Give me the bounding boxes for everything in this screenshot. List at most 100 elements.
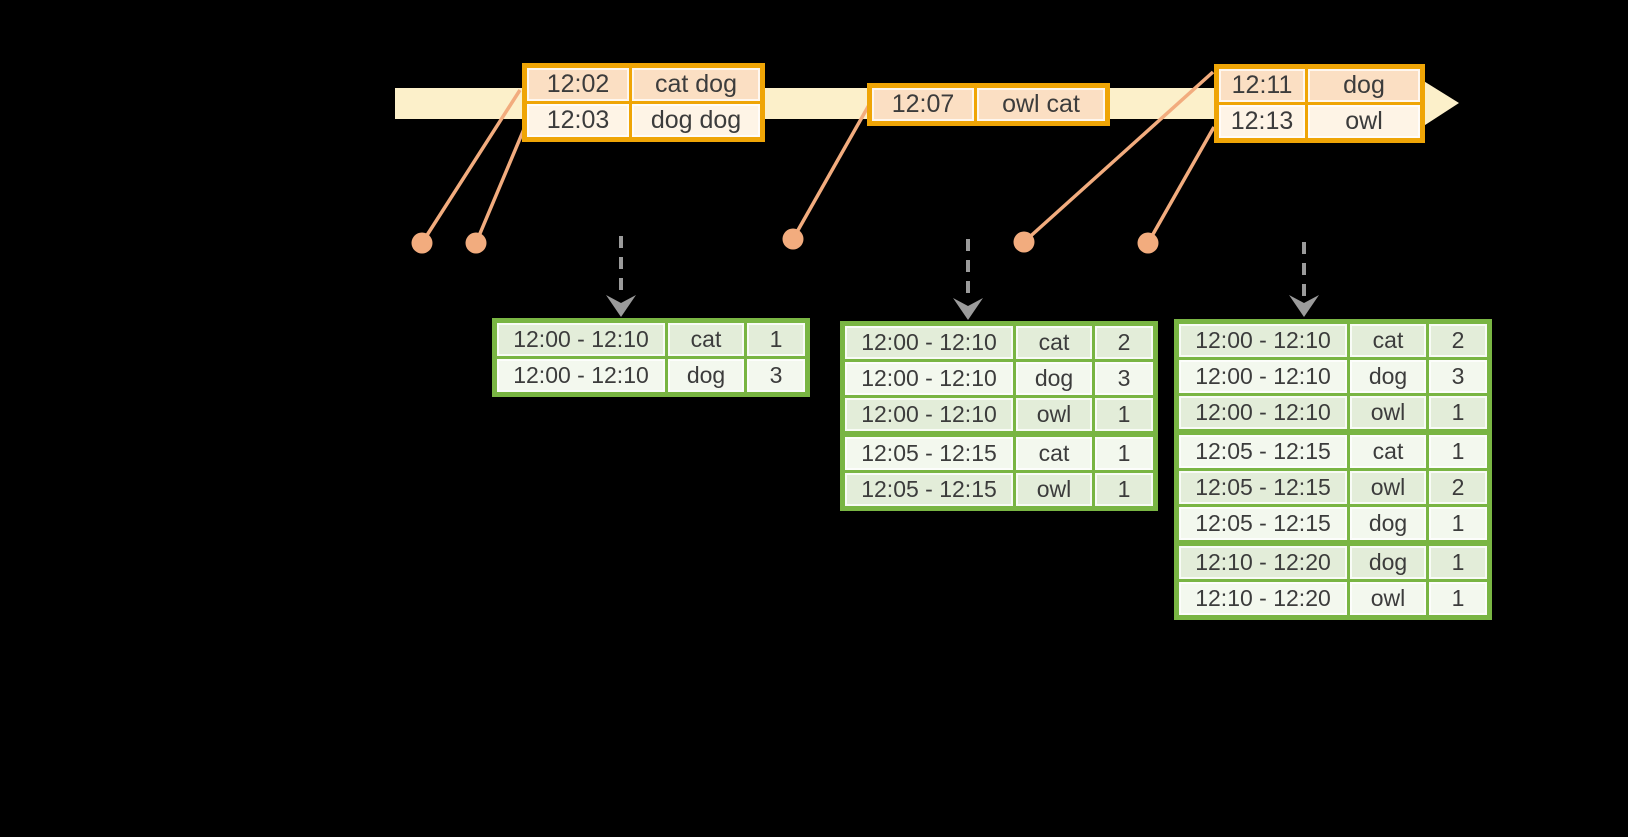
table-cell: owl (1347, 579, 1429, 619)
table-cell: 1 (1426, 540, 1491, 582)
table-cell: 12:05 - 12:15 (1175, 504, 1350, 545)
table-cell: 12:05 - 12:15 (1175, 468, 1350, 507)
table-cell: 12:10 - 12:20 (1175, 579, 1350, 619)
trigger-arrowhead-icon (1289, 295, 1319, 317)
table-cell: 1 (1092, 470, 1157, 510)
event-marker-icon (782, 228, 804, 250)
table-cell: 1 (1426, 579, 1491, 619)
table-cell: owl (1305, 102, 1424, 142)
table-cell: 12:11 (1215, 65, 1308, 105)
table-cell: 12:05 - 12:15 (841, 470, 1016, 510)
table-cell: cat (665, 319, 747, 359)
table-cell: dog (665, 356, 747, 396)
table-cell: dog (1013, 359, 1095, 398)
event-marker-icon (465, 232, 487, 254)
table-cell: 12:05 - 12:15 (1175, 429, 1350, 471)
table-cell: owl (1347, 468, 1429, 507)
table-cell: 2 (1092, 322, 1157, 362)
table-cell: 3 (1092, 359, 1157, 398)
trigger-arrowhead-icon (953, 298, 983, 320)
table-cell: 12:07 (868, 84, 977, 125)
table-cell: cat dog (629, 64, 764, 104)
table-cell: owl (1347, 393, 1429, 434)
table-cell: 12:00 - 12:10 (841, 322, 1016, 362)
table-cell: 12:00 - 12:10 (841, 395, 1016, 436)
event-connector-line (474, 128, 526, 244)
table-cell: 1 (1092, 395, 1157, 436)
event-marker-icon (1137, 232, 1159, 254)
trigger-arrows (619, 236, 1306, 299)
event-connector-line (1022, 70, 1215, 244)
event-markers (411, 228, 1159, 254)
table-cell: cat (1347, 429, 1429, 471)
table-cell: dog (1347, 504, 1429, 545)
trigger-arrowheads (606, 295, 1319, 320)
table-cell: 1 (1426, 504, 1491, 545)
table-cell: 1 (1426, 393, 1491, 434)
table-cell: cat (1013, 431, 1095, 473)
table-cell: 1 (1092, 431, 1157, 473)
table-cell: 1 (1426, 429, 1491, 471)
table-cell: dog (1347, 540, 1429, 582)
table-cell: 12:00 - 12:10 (1175, 357, 1350, 396)
table-cell: owl (1013, 395, 1095, 436)
trigger-arrowhead-icon (606, 295, 636, 317)
table-cell: cat (1013, 322, 1095, 362)
table-cell: 1 (744, 319, 809, 359)
table-cell: 2 (1426, 468, 1491, 507)
table-cell: dog dog (629, 101, 764, 141)
table-cell: owl cat (974, 84, 1109, 125)
event-connectors (420, 70, 1216, 244)
table-cell: 12:13 (1215, 102, 1308, 142)
timeline-arrowhead-icon (1422, 80, 1459, 127)
table-cell: 12:00 - 12:10 (1175, 393, 1350, 434)
table-cell: dog (1305, 65, 1424, 105)
table-cell: 12:03 (523, 101, 632, 141)
table-cell: 3 (744, 356, 809, 396)
table-cell: 2 (1426, 320, 1491, 360)
table-cell: owl (1013, 470, 1095, 510)
table-cell: 12:00 - 12:10 (493, 319, 668, 359)
table-cell: 12:10 - 12:20 (1175, 540, 1350, 582)
table-cell: 12:00 - 12:10 (841, 359, 1016, 398)
event-connector-line (1146, 126, 1216, 244)
table-cell: 12:00 - 12:10 (1175, 320, 1350, 360)
event-marker-icon (411, 232, 433, 254)
event-connector-line (791, 104, 871, 240)
event-marker-icon (1013, 231, 1035, 253)
event-connector-line (420, 89, 522, 244)
table-cell: 12:02 (523, 64, 632, 104)
table-cell: 12:00 - 12:10 (493, 356, 668, 396)
